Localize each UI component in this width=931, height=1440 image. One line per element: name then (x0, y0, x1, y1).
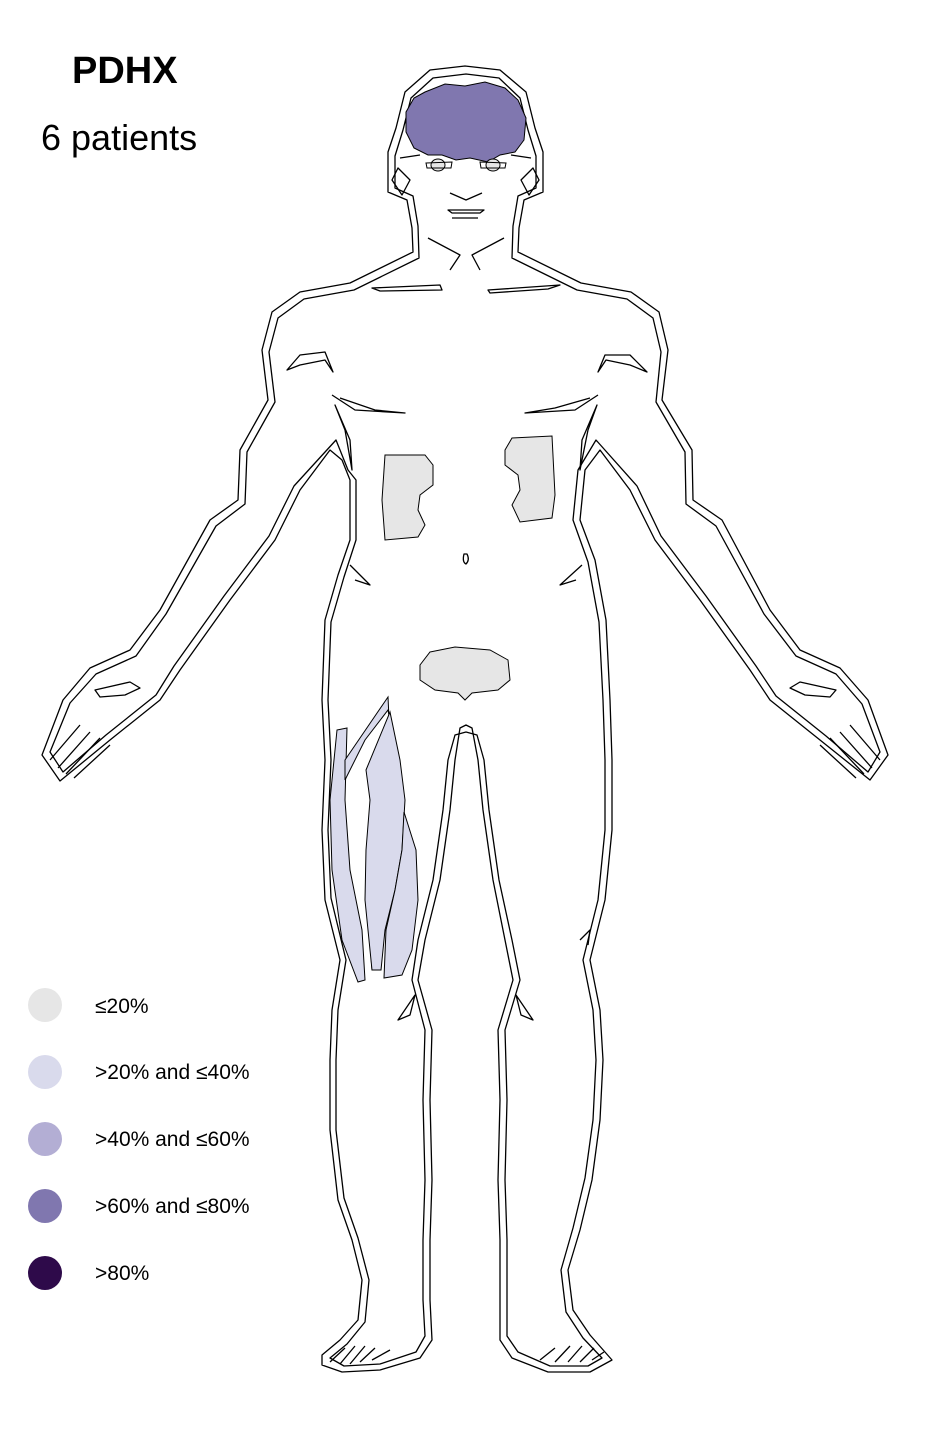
patient-count: 6 patients (41, 117, 198, 158)
side-right (579, 404, 598, 471)
left-ear (391, 167, 411, 196)
navel (462, 553, 469, 565)
left-thumb (94, 681, 141, 698)
liver-region (381, 454, 434, 541)
pec-left (331, 394, 406, 414)
thigh-muscle-region (329, 695, 419, 983)
eye-line-left (425, 161, 453, 169)
clavicle-left (371, 284, 443, 292)
body-outline-outer (41, 65, 889, 1373)
neck-right (471, 237, 505, 271)
calf-right (579, 929, 591, 946)
right-toes (539, 1345, 605, 1363)
left-toes (329, 1345, 391, 1365)
brain-region (405, 81, 527, 163)
pec-right (524, 394, 599, 414)
right-thumb (789, 681, 837, 698)
bladder-region (419, 646, 511, 701)
gene-title: PDHX (72, 50, 178, 92)
spleen-region (504, 435, 556, 523)
clavicle-right (487, 284, 561, 294)
hip-right (559, 564, 583, 586)
chest-right (597, 354, 648, 373)
eye-line-right (479, 161, 507, 169)
right-eye (485, 158, 501, 172)
right-fingers (819, 724, 881, 779)
hip-left (349, 564, 371, 586)
body-outline-inner (49, 73, 881, 1367)
brow-line (399, 154, 532, 159)
left-fingers (49, 724, 111, 779)
neck-left (427, 237, 461, 271)
knee-left (397, 994, 416, 1021)
chest-left (286, 351, 334, 373)
knee-right (515, 994, 534, 1021)
right-ear (520, 167, 540, 196)
side-left (334, 404, 353, 471)
nose (449, 192, 483, 201)
mouth-upper (447, 209, 485, 214)
left-eye (430, 158, 446, 172)
